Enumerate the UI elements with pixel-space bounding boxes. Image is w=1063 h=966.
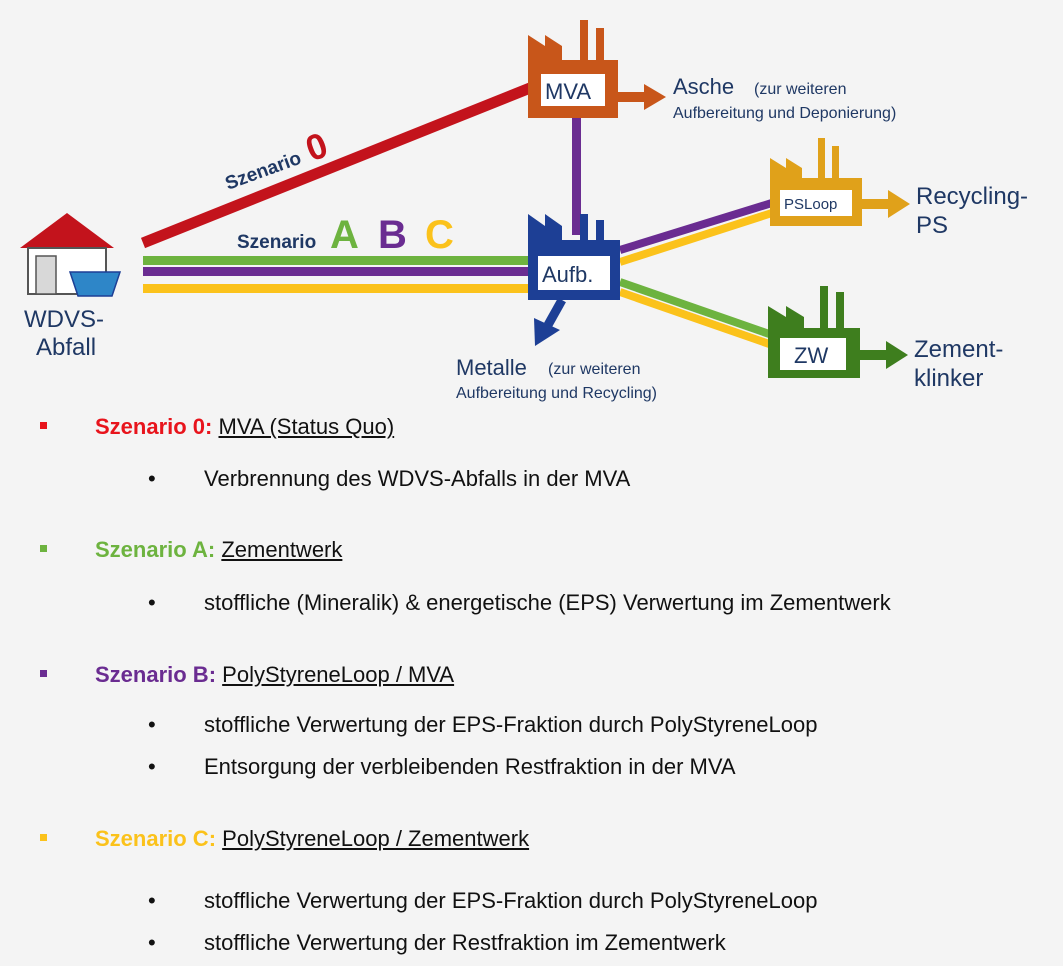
source-label-line2: Abfall	[36, 334, 96, 361]
aufb-zw-green-line	[618, 278, 777, 340]
scenario-c-heading: Szenario C: PolyStyreneLoop / Zementwerk	[40, 826, 529, 852]
aufb-psloop-yellow-line	[618, 208, 777, 266]
scenario-c-flow-line	[143, 284, 535, 293]
source-label-line1: WDVS-	[24, 306, 104, 333]
psloop-output-arrow-icon	[862, 190, 910, 218]
metalle-note1: (zur weiteren	[548, 361, 640, 378]
scenario-b-flow-line	[143, 267, 535, 276]
house-with-container-icon	[20, 213, 122, 297]
scenario-a-marker-icon	[40, 544, 47, 552]
metalle-main: Metalle	[456, 355, 527, 380]
zw-factory-icon	[768, 286, 860, 378]
bullet-text: stoffliche Verwertung der EPS-Fraktion d…	[204, 712, 818, 737]
scenario-a-bullet-1: • stoffliche (Mineralik) & energetische (…	[148, 590, 891, 616]
scenario-a-name: Szenario A:	[95, 537, 216, 562]
bullet-glyph: •	[148, 888, 156, 913]
bullet-text: stoffliche (Mineralik) & energetische (E…	[204, 590, 891, 615]
scenario-a-heading: Szenario A: Zementwerk	[40, 537, 342, 563]
zw-label: ZW	[794, 343, 828, 368]
scenario-c-bullet-2: • stoffliche Verwertung der Restfraktion …	[148, 930, 726, 956]
scenario-a-flow-line	[143, 256, 535, 265]
recycling-line2: PS	[916, 212, 948, 239]
scenario-0-number: 0	[300, 124, 333, 169]
scenario-0-marker-icon	[40, 421, 47, 429]
mva-aufb-flow-line	[572, 115, 581, 235]
bullet-text: Entsorgung der verbleibenden Restfraktio…	[204, 754, 736, 779]
bullet-text: Verbrennung des WDVS-Abfalls in der MVA	[204, 466, 631, 491]
metalle-note2: Aufbereitung und Recycling)	[456, 385, 657, 402]
scenario-c-desc: PolyStyreneLoop / Zementwerk	[222, 826, 530, 851]
mva-output-arrow-icon	[618, 84, 666, 110]
bullet-text: stoffliche Verwertung der Restfraktion i…	[204, 930, 726, 955]
asche-note2: Aufbereitung und Deponierung)	[673, 105, 896, 122]
mva-factory-icon	[528, 20, 618, 118]
aufb-output-arrow-icon	[534, 297, 566, 346]
scenario-b-desc: PolyStyreneLoop / MVA	[222, 662, 455, 687]
scenario-0-heading: Szenario 0: MVA (Status Quo)	[40, 414, 394, 440]
scenario-abc-prefix: Szenario	[237, 232, 316, 253]
aufb-label: Aufb.	[542, 262, 593, 287]
scenario-0-name: Szenario 0:	[95, 414, 213, 439]
bullet-text: stoffliche Verwertung der EPS-Fraktion d…	[204, 888, 818, 913]
aufb-psloop-purple-line	[618, 198, 777, 254]
recycling-line1: Recycling-	[916, 183, 1028, 210]
scenario-b-bullet-1: • stoffliche Verwertung der EPS-Fraktion …	[148, 712, 817, 738]
aufb-factory-icon	[528, 214, 620, 300]
psloop-label: PSLoop	[784, 196, 837, 213]
scenario-b-bullet-2: • Entsorgung der verbleibenden Restfrakti…	[148, 754, 736, 780]
flow-diagram: WDVS- Abfall Szenario 0 Szenario A B C M…	[20, 20, 1028, 402]
zement-line2: klinker	[914, 365, 983, 392]
bullet-glyph: •	[148, 590, 156, 615]
scenario-abc-b: B	[378, 213, 407, 257]
bullet-glyph: •	[148, 930, 156, 955]
scenario-c-marker-icon	[40, 833, 47, 841]
scenario-0-desc: MVA (Status Quo)	[218, 414, 395, 439]
scenario-b-heading: Szenario B: PolyStyreneLoop / MVA	[40, 662, 454, 688]
scenario-abc-a: A	[330, 213, 359, 257]
scenario-0-flow-line	[140, 82, 533, 249]
bullet-glyph: •	[148, 712, 156, 737]
bullet-glyph: •	[148, 754, 156, 779]
psloop-factory-icon	[770, 138, 862, 226]
asche-note1: (zur weiteren	[754, 81, 846, 98]
scenario-abc-c: C	[425, 213, 454, 257]
scenario-0-bullet-1: • Verbrennung des WDVS-Abfalls in der MVA	[148, 466, 630, 492]
zement-line1: Zement-	[914, 336, 1003, 363]
zw-output-arrow-icon	[860, 341, 908, 369]
mva-label: MVA	[545, 79, 591, 104]
asche-main: Asche	[673, 74, 734, 99]
bullet-glyph: •	[148, 466, 156, 491]
scenario-a-desc: Zementwerk	[221, 537, 343, 562]
scenario-c-bullet-1: • stoffliche Verwertung der EPS-Fraktion …	[148, 888, 817, 914]
aufb-zw-yellow-line	[618, 288, 777, 350]
scenario-c-name: Szenario C:	[95, 826, 217, 851]
scenario-b-marker-icon	[40, 669, 47, 677]
scenario-b-name: Szenario B:	[95, 662, 217, 687]
